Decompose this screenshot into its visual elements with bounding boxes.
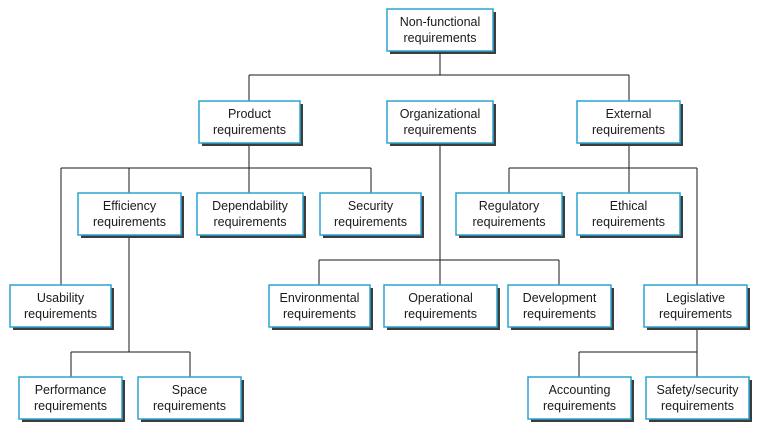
node-label-line-1: Product <box>228 107 272 121</box>
node-box <box>386 8 494 52</box>
node-box <box>18 376 123 420</box>
node-label-line-2: requirements <box>543 399 616 413</box>
node-label-line-1: Development <box>523 291 597 305</box>
node-label-line-1: Organizational <box>400 107 481 121</box>
node-label-line-2: requirements <box>661 399 734 413</box>
node-organizational: Organizational requirements <box>386 100 496 146</box>
node-label: Safety/security requirements <box>657 383 740 413</box>
node-external: External requirements <box>576 100 683 146</box>
node-security: Security requirements <box>319 192 424 238</box>
node-label-line-2: requirements <box>213 123 286 137</box>
node-dependability: Dependability requirements <box>196 192 306 238</box>
node-box <box>645 376 750 420</box>
node-label-line-2: requirements <box>592 215 665 229</box>
node-label-line-1: External <box>606 107 652 121</box>
node-label-line-2: requirements <box>404 123 477 137</box>
node-label: External requirements <box>592 107 665 137</box>
node-label-line-1: Accounting <box>549 383 611 397</box>
node-label-line-1: Legislative <box>666 291 725 305</box>
node-label: Space requirements <box>153 383 226 413</box>
node-label-line-1: Ethical <box>610 199 648 213</box>
node-box <box>137 376 242 420</box>
node-environmental: Environmental requirements <box>268 284 373 330</box>
node-label: Development requirements <box>523 291 597 321</box>
node-label-line-1: Environmental <box>280 291 360 305</box>
node-label: Ethical requirements <box>592 199 665 229</box>
node-box <box>455 192 563 236</box>
node-label: Efficiency requirements <box>93 199 166 229</box>
node-box <box>386 100 494 144</box>
node-box <box>319 192 422 236</box>
node-development: Development requirements <box>507 284 614 330</box>
node-box <box>576 100 681 144</box>
node-nonfunctional: Non-functional requirements <box>386 8 496 54</box>
node-label-line-2: requirements <box>283 307 356 321</box>
node-product: Product requirements <box>198 100 303 146</box>
node-ethical: Ethical requirements <box>576 192 683 238</box>
node-label: Performance requirements <box>34 383 107 413</box>
node-accounting: Accounting requirements <box>527 376 634 422</box>
node-box <box>643 284 748 328</box>
node-safety-security: Safety/security requirements <box>645 376 752 422</box>
node-label-line-1: Operational <box>408 291 473 305</box>
node-label-line-1: Space <box>172 383 207 397</box>
node-box <box>77 192 182 236</box>
node-label-line-2: requirements <box>592 123 665 137</box>
node-label: Dependability requirements <box>212 199 288 229</box>
node-operational: Operational requirements <box>383 284 500 330</box>
node-label: Usability requirements <box>24 291 97 321</box>
node-regulatory: Regulatory requirements <box>455 192 565 238</box>
node-label-line-2: requirements <box>24 307 97 321</box>
node-box <box>507 284 612 328</box>
node-label-line-2: requirements <box>153 399 226 413</box>
node-box <box>527 376 632 420</box>
node-box <box>268 284 371 328</box>
node-label: Accounting requirements <box>543 383 616 413</box>
node-label-line-1: Efficiency <box>103 199 157 213</box>
node-space: Space requirements <box>137 376 244 422</box>
node-legislative: Legislative requirements <box>643 284 750 330</box>
node-label-line-1: Non-functional <box>400 15 481 29</box>
node-label: Environmental requirements <box>280 291 360 321</box>
node-label-line-1: Dependability <box>212 199 288 213</box>
node-box <box>9 284 112 328</box>
node-label-line-2: requirements <box>659 307 732 321</box>
node-label-line-2: requirements <box>523 307 596 321</box>
node-label-line-1: Regulatory <box>479 199 540 213</box>
node-label: Security requirements <box>334 199 407 229</box>
node-box <box>576 192 681 236</box>
node-label: Organizational requirements <box>400 107 481 137</box>
node-label: Regulatory requirements <box>473 199 546 229</box>
node-label-line-2: requirements <box>334 215 407 229</box>
node-box <box>383 284 498 328</box>
node-performance: Performance requirements <box>18 376 125 422</box>
node-label-line-2: requirements <box>404 307 477 321</box>
node-label-line-1: Security <box>348 199 394 213</box>
node-label: Non-functional requirements <box>400 15 481 45</box>
node-label-line-2: requirements <box>34 399 107 413</box>
node-label: Product requirements <box>213 107 286 137</box>
node-usability: Usability requirements <box>9 284 114 330</box>
node-label-line-1: Performance <box>35 383 107 397</box>
node-label-line-1: Safety/security <box>657 383 740 397</box>
node-label-line-2: requirements <box>473 215 546 229</box>
node-label-line-1: Usability <box>37 291 85 305</box>
connector-lines <box>60 51 698 377</box>
node-label-line-2: requirements <box>93 215 166 229</box>
node-efficiency: Efficiency requirements <box>77 192 184 238</box>
node-label-line-2: requirements <box>214 215 287 229</box>
node-box <box>196 192 304 236</box>
node-box <box>198 100 301 144</box>
node-label-line-2: requirements <box>404 31 477 45</box>
node-label: Operational requirements <box>404 291 477 321</box>
node-label: Legislative requirements <box>659 291 732 321</box>
